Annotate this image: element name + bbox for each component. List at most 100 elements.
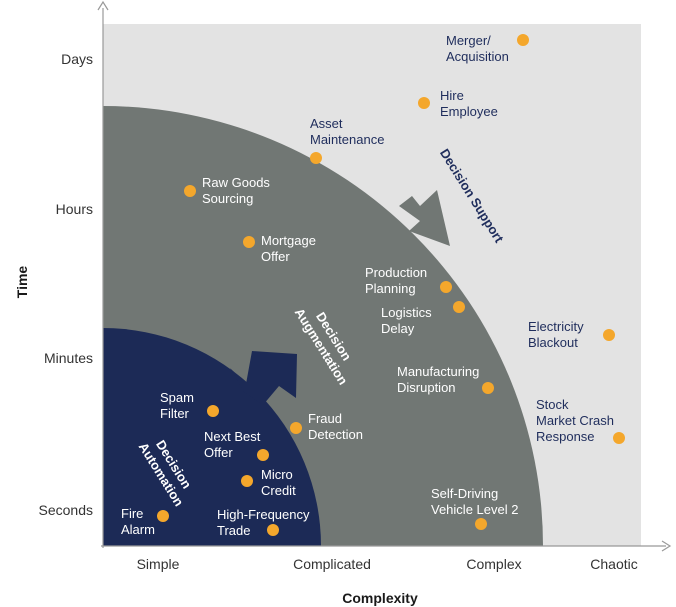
- decision-automation-region: [103, 328, 321, 546]
- point-label-line: Manufacturing: [397, 364, 479, 379]
- point-label-line: Offer: [204, 445, 233, 460]
- x-tick-chaotic: Chaotic: [590, 556, 637, 572]
- y-axis-title: Time: [14, 266, 30, 299]
- point-label-line: Raw Goods: [202, 175, 270, 190]
- point-label-line: Mortgage: [261, 233, 316, 248]
- x-tick-complex: Complex: [466, 556, 521, 572]
- point-label-line: Stock: [536, 397, 569, 412]
- point-label-line: High-Frequency: [217, 507, 310, 522]
- point-dot: [517, 34, 529, 46]
- point-label-line: Spam: [160, 390, 194, 405]
- point-label-line: Delay: [381, 321, 415, 336]
- point-item: Merger/Acquisition: [446, 33, 529, 64]
- point-dot: [257, 449, 269, 461]
- point-label-line: Electricity: [528, 319, 584, 334]
- point-label-line: Next Best: [204, 429, 261, 444]
- point-label-line: Response: [536, 429, 595, 444]
- support-arrow-shape: [399, 190, 450, 246]
- point-label-line: Market Crash: [536, 413, 614, 428]
- point-label-line: Logistics: [381, 305, 432, 320]
- point-label-line: Credit: [261, 483, 296, 498]
- point-label-line: Filter: [160, 406, 190, 421]
- point-label-line: Asset: [310, 116, 343, 131]
- point-dot: [440, 281, 452, 293]
- point-label-line: Disruption: [397, 380, 456, 395]
- point-dot: [482, 382, 494, 394]
- x-axis-title: Complexity: [342, 590, 418, 606]
- point-label-line: Detection: [308, 427, 363, 442]
- point-dot: [603, 329, 615, 341]
- point-label: Merger/Acquisition: [446, 33, 509, 64]
- point-label-line: Employee: [440, 104, 498, 119]
- point-dot: [241, 475, 253, 487]
- point-label-line: Planning: [365, 281, 416, 296]
- point-dot: [475, 518, 487, 530]
- point-label-line: Alarm: [121, 522, 155, 537]
- x-tick-complicated: Complicated: [293, 556, 371, 572]
- point-dot: [184, 185, 196, 197]
- point-label-line: Micro: [261, 467, 293, 482]
- y-tick-days: Days: [61, 51, 93, 67]
- point-label-line: Vehicle Level 2: [431, 502, 518, 517]
- y-tick-hours: Hours: [56, 201, 93, 217]
- y-tick-seconds: Seconds: [39, 502, 93, 518]
- point-label-line: Acquisition: [446, 49, 509, 64]
- point-dot: [157, 510, 169, 522]
- y-axis-arrowhead: [97, 0, 109, 11]
- point-label-line: Fire: [121, 506, 143, 521]
- point-label-line: Sourcing: [202, 191, 253, 206]
- y-tick-minutes: Minutes: [44, 350, 93, 366]
- point-dot: [453, 301, 465, 313]
- point-label-line: Self-Driving: [431, 486, 498, 501]
- point-dot: [310, 152, 322, 164]
- point-dot: [243, 236, 255, 248]
- augmentation-arrow-shape: [230, 351, 297, 405]
- point-label-line: Offer: [261, 249, 290, 264]
- point-label-line: Merger/: [446, 33, 491, 48]
- x-tick-simple: Simple: [137, 556, 180, 572]
- point-dot: [290, 422, 302, 434]
- point-dot: [613, 432, 625, 444]
- x-axis-arrowhead: [661, 540, 672, 552]
- point-label-line: Fraud: [308, 411, 342, 426]
- point-label-line: Production: [365, 265, 427, 280]
- point-label-line: Blackout: [528, 335, 578, 350]
- point-dot: [418, 97, 430, 109]
- point-dot: [267, 524, 279, 536]
- point-label-line: Hire: [440, 88, 464, 103]
